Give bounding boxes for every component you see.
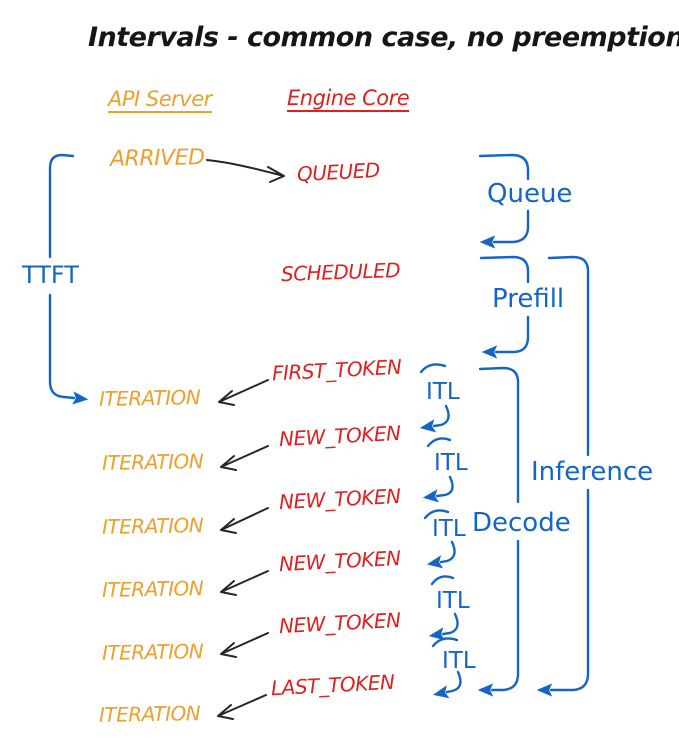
itl-arrow-5 — [432, 670, 462, 699]
event-iteration-1: ITERATION — [98, 385, 201, 411]
event-iteration-6: ITERATION — [98, 701, 201, 727]
event-iteration-2: ITERATION — [101, 449, 204, 475]
event-iteration-4: ITERATION — [101, 576, 204, 602]
column-header-api-server: API Server — [108, 88, 212, 114]
itl-arrow-3 — [426, 540, 456, 569]
event-queued: QUEUED — [296, 157, 381, 187]
interval-brackets — [48, 153, 590, 699]
ttft-bracket — [48, 153, 74, 398]
decode-bracket — [480, 366, 520, 690]
black-arrows — [206, 159, 285, 720]
arrow-new-token1-to-iteration — [220, 445, 269, 471]
interval-label-queue: Queue — [487, 179, 573, 209]
event-arrived: ARRIVED — [109, 145, 205, 172]
itl-arc-1 — [419, 363, 447, 374]
arrow-arrived-to-queued — [206, 159, 285, 183]
column-header-engine-core: Engine Core — [287, 87, 410, 113]
interval-label-inference: Inference — [531, 457, 654, 487]
itl-arc-3 — [423, 509, 450, 520]
queue-bracket — [480, 153, 530, 242]
interval-label-decode: Decode — [472, 508, 571, 538]
interval-label-prefill: Prefill — [492, 284, 565, 314]
event-iteration-5: ITERATION — [101, 639, 204, 665]
arrow-new-token2-to-iteration — [220, 507, 269, 534]
interval-label-itl-2: ITL — [434, 450, 468, 476]
interval-label-itl-5: ITL — [442, 648, 476, 674]
inference-bracket — [549, 255, 590, 690]
interval-label-itl-3: ITL — [432, 516, 466, 542]
arrow-first-token-to-iteration — [218, 379, 269, 406]
interval-label-ttft: TTFT — [22, 261, 79, 289]
event-iteration-3: ITERATION — [101, 513, 204, 539]
itl-arc-2 — [426, 437, 452, 448]
itl-arrow-2 — [422, 475, 454, 503]
arrow-last-token-to-iteration — [217, 694, 267, 720]
itl-arc-4 — [430, 575, 455, 586]
interval-label-itl-4: ITL — [436, 588, 470, 614]
arrow-new-token3-to-iteration — [220, 570, 269, 596]
itl-arrow-4 — [428, 612, 459, 641]
page-title: Intervals - common case, no preemptions — [88, 22, 679, 53]
prefill-bracket — [481, 255, 530, 352]
event-scheduled: SCHEDULED — [280, 257, 401, 287]
arrow-new-token4-to-iteration — [220, 632, 269, 658]
itl-arrow-1 — [419, 404, 450, 433]
interval-label-itl-1: ITL — [426, 379, 460, 405]
itl-arc-5 — [431, 637, 459, 648]
